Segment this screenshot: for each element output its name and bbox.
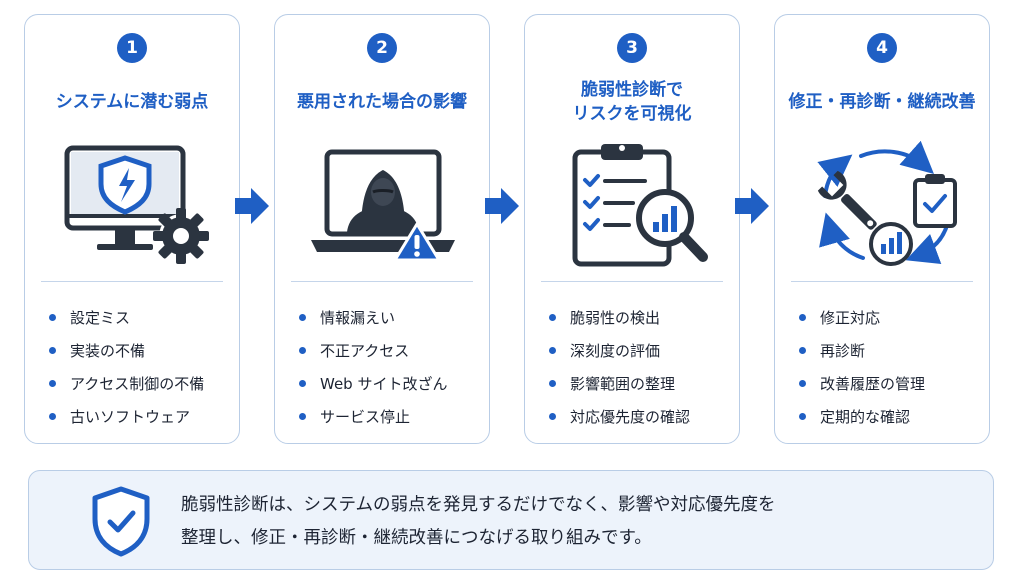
summary-panel: 脆弱性診断は、システムの弱点を発見するだけでなく、影響や対応優先度を 整理し、修… bbox=[28, 470, 994, 570]
arrow-right-icon bbox=[485, 188, 519, 224]
list-item: サービス停止 bbox=[299, 400, 447, 433]
shield-check-icon bbox=[92, 486, 150, 557]
step-card-2: 2 悪用された場合の影響 情報漏えい 不正アクセス Web サイト改ざん サービ… bbox=[274, 14, 490, 444]
list-item: 不正アクセス bbox=[299, 334, 447, 367]
step-number-badge: 2 bbox=[367, 33, 397, 63]
list-item: 影響範囲の整理 bbox=[549, 367, 690, 400]
list-item: 設定ミス bbox=[49, 301, 204, 334]
step-title: 脆弱性診断で リスクを可視化 bbox=[572, 80, 692, 124]
summary-text: 脆弱性診断は、システムの弱点を発見するだけでなく、影響や対応優先度を 整理し、修… bbox=[181, 489, 971, 555]
divider bbox=[41, 281, 223, 282]
step-title: 悪用された場合の影響 bbox=[297, 92, 467, 112]
summary-line: 脆弱性診断は、システムの弱点を発見するだけでなく、影響や対応優先度を bbox=[181, 495, 776, 515]
arrow-right-icon bbox=[735, 188, 769, 224]
step-title: 修正・再診断・継続改善 bbox=[788, 92, 976, 112]
list-item: 対応優先度の確認 bbox=[549, 400, 690, 433]
step-card-1: 1 システムに潜む弱点 設定ミス 実装の不備 bbox=[24, 14, 240, 444]
list-item: アクセス制御の不備 bbox=[49, 367, 204, 400]
list-item: 情報漏えい bbox=[299, 301, 447, 334]
list-item: 実装の不備 bbox=[49, 334, 204, 367]
list-item: 定期的な確認 bbox=[799, 400, 925, 433]
cycle-wrench-clipboard-chart-icon bbox=[817, 140, 957, 266]
arrow-right-icon bbox=[235, 188, 269, 224]
step-number-badge: 4 bbox=[867, 33, 897, 63]
divider bbox=[541, 281, 723, 282]
step-items: 情報漏えい 不正アクセス Web サイト改ざん サービス停止 bbox=[299, 301, 447, 433]
divider bbox=[291, 281, 473, 282]
step-title: システムに潜む弱点 bbox=[55, 92, 209, 112]
laptop-hacker-warning-icon bbox=[311, 149, 455, 262]
step-card-3: 3 脆弱性診断で リスクを可視化 脆弱性の検出 深刻度の評価 影響範囲の整理 対… bbox=[524, 14, 740, 444]
step-items: 修正対応 再診断 改善履歴の管理 定期的な確認 bbox=[799, 301, 925, 433]
list-item: 改善履歴の管理 bbox=[799, 367, 925, 400]
step-card-4: 4 修正・再診断・継続改善 修正対応 再診断 改善履歴の管理 定期 bbox=[774, 14, 990, 444]
clipboard-magnifier-chart-icon bbox=[572, 144, 708, 267]
monitor-shield-gear-icon bbox=[64, 145, 209, 264]
list-item: 古いソフトウェア bbox=[49, 400, 204, 433]
list-item: 脆弱性の検出 bbox=[549, 301, 690, 334]
step-items: 設定ミス 実装の不備 アクセス制御の不備 古いソフトウェア bbox=[49, 301, 204, 433]
list-item: 再診断 bbox=[799, 334, 925, 367]
list-item: Web サイト改ざん bbox=[299, 367, 447, 400]
divider bbox=[791, 281, 973, 282]
summary-line: 整理し、修正・再診断・継続改善につなげる取り組みです。 bbox=[181, 528, 652, 548]
step-items: 脆弱性の検出 深刻度の評価 影響範囲の整理 対応優先度の確認 bbox=[549, 301, 690, 433]
step-number-badge: 3 bbox=[617, 33, 647, 63]
list-item: 修正対応 bbox=[799, 301, 925, 334]
list-item: 深刻度の評価 bbox=[549, 334, 690, 367]
step-number-badge: 1 bbox=[117, 33, 147, 63]
